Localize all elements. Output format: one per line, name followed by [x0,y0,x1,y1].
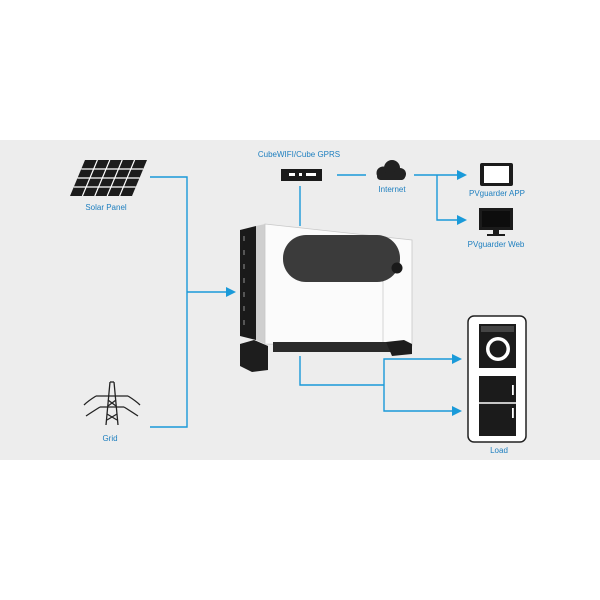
web-label: PVguarder Web [468,240,525,249]
solar-panel-icon [70,160,147,196]
inverter-to-load-line [300,356,384,385]
solar-panel-label: Solar Panel [85,203,126,212]
wifi-dongle-icon [281,169,322,181]
internet-to-web-arrow [437,175,465,220]
load-to-fridge-arrow [384,385,460,411]
tablet-icon [480,163,513,186]
app-label: PVguarder APP [469,189,525,198]
inverter-image [240,224,412,372]
washing-machine-icon [479,324,516,368]
wifi-module-label: CubeWIFI/Cube GPRS [258,150,340,159]
grid-label: Grid [102,434,117,443]
load-appliances [468,316,526,442]
solar-to-bus-line [150,177,187,427]
internet-label: Internet [378,185,405,194]
refrigerator-icon [479,376,516,436]
load-to-washer-arrow [384,359,460,385]
cloud-icon [377,160,407,180]
load-label: Load [490,446,508,455]
monitor-icon [479,208,513,236]
transmission-tower-icon [84,382,140,425]
